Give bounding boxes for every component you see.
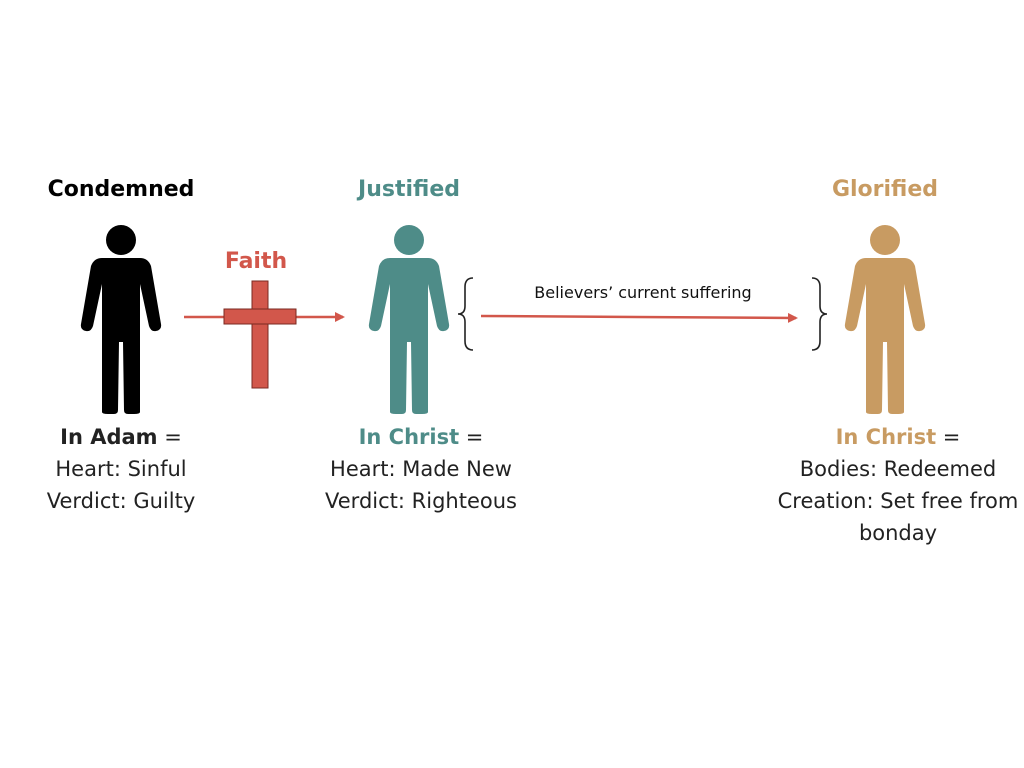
caption-line: Heart: Made New — [330, 457, 512, 481]
suffering-arrow-icon — [480, 312, 798, 323]
person-shape — [80, 225, 162, 414]
right-brace-icon — [811, 277, 828, 351]
caption-head: In Adam — [60, 425, 158, 449]
caption-condemned: In Adam = Heart: Sinful Verdict: Guilty — [0, 421, 271, 517]
person-icon-glorified — [844, 225, 926, 414]
left-brace-icon — [457, 277, 474, 351]
suffering-label: Believers’ current suffering — [534, 283, 752, 302]
caption-line: bonday — [858, 521, 938, 545]
caption-equals: = — [459, 425, 484, 449]
faith-label: Faith — [224, 249, 288, 274]
caption-justified: In Christ = Heart: Made New Verdict: Rig… — [271, 421, 571, 517]
caption-glorified: In Christ = Bodies: Redeemed Creation: S… — [768, 421, 1024, 549]
person-icon-justified — [368, 225, 450, 414]
caption-equals: = — [157, 425, 182, 449]
caption-line: Heart: Sinful — [55, 457, 187, 481]
cross-icon — [223, 280, 297, 389]
stage-title-justified: Justified — [358, 177, 460, 202]
person-shape — [844, 225, 926, 414]
caption-line: Verdict: Righteous — [325, 489, 517, 513]
caption-head: In Christ — [358, 425, 460, 449]
stage-title-condemned: Condemned — [47, 177, 195, 202]
person-shape — [368, 225, 450, 414]
caption-line: Creation: Set free from — [777, 489, 1019, 513]
caption-head: In Christ — [835, 425, 937, 449]
person-icon-condemned — [80, 225, 162, 414]
stage-title-glorified: Glorified — [831, 177, 939, 202]
caption-line: Verdict: Guilty — [46, 489, 196, 513]
caption-equals: = — [936, 425, 961, 449]
caption-line: Bodies: Redeemed — [799, 457, 997, 481]
